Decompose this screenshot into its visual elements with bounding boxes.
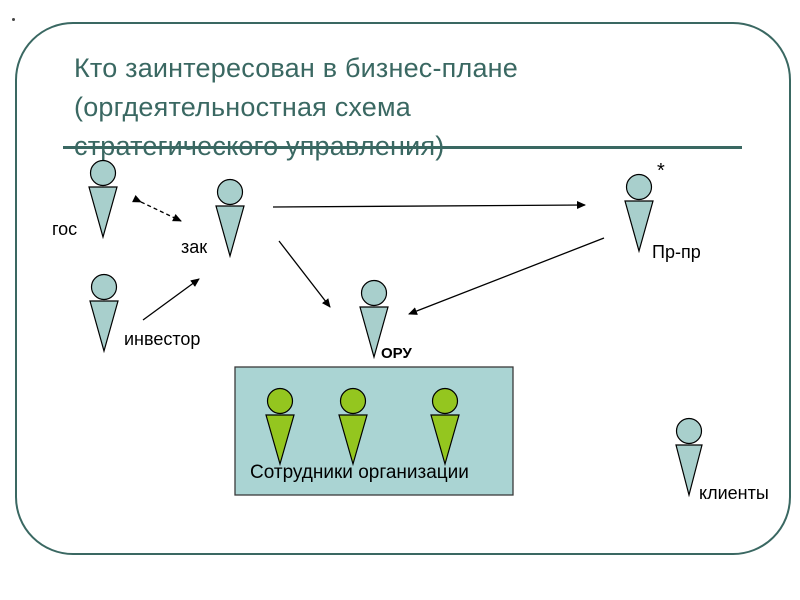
label-employees-box: Сотрудники организации [250, 462, 469, 483]
arrow-prpr-to-oru [408, 237, 605, 315]
figure-gos [88, 159, 118, 240]
slide-border-frame [15, 22, 791, 555]
figure-oru [359, 279, 389, 360]
label-prpr: Пр-пр [652, 242, 701, 262]
figure-clients [675, 417, 703, 498]
arrow-investor-to-zak [142, 278, 200, 321]
label-clients: клиенты [699, 483, 769, 503]
asterisk-note: * [657, 160, 665, 182]
label-oru: ОРУ [381, 345, 412, 362]
figure-zak [215, 178, 245, 259]
arrow-zak-to-prpr [272, 201, 586, 210]
figure-employee-3 [430, 387, 460, 467]
title-strike-line [63, 146, 742, 149]
title-line-2: (оргдеятельностная схема [74, 92, 411, 122]
figure-prpr [624, 173, 654, 254]
corner-dot [12, 18, 15, 21]
figure-employee-2 [338, 387, 368, 467]
title-line-1: Кто заинтересован в бизнес-плане [74, 53, 519, 83]
arrow-zak-to-oru [278, 240, 331, 308]
label-gos: гос [52, 219, 78, 239]
arrow-gos-zak-dashed [132, 194, 182, 222]
figure-employee-1 [265, 387, 295, 467]
figure-investor [89, 273, 119, 354]
label-zak: зак [181, 237, 208, 257]
label-investor: инвестор [124, 329, 201, 349]
